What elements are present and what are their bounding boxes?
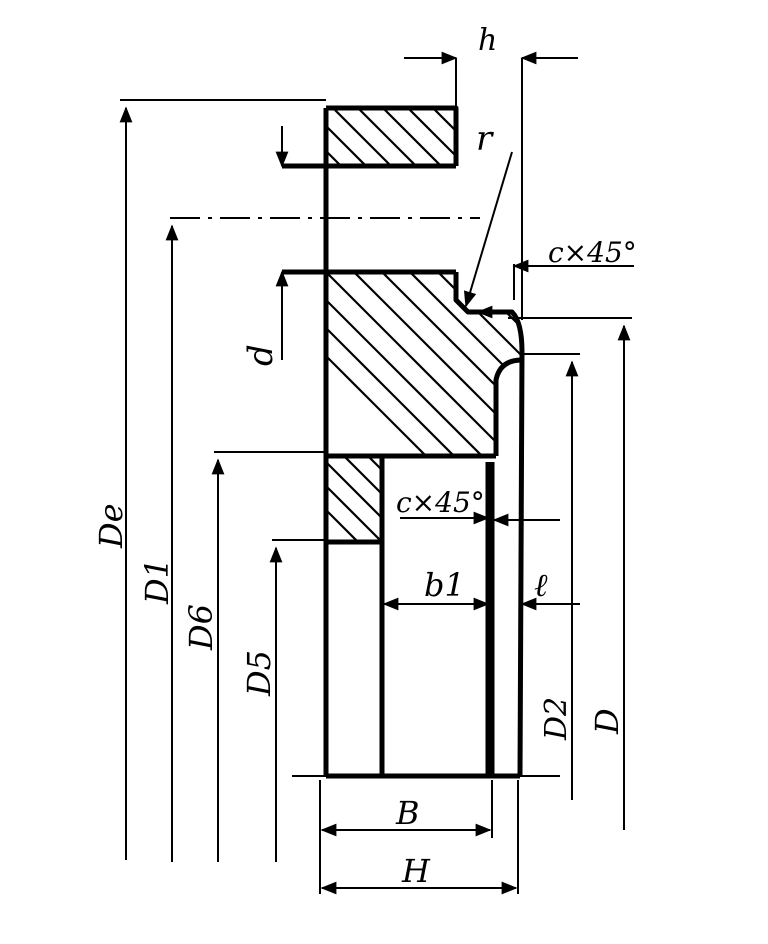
label-De: De [92, 503, 130, 549]
label-chamfer-mid: c×45° [396, 486, 485, 519]
label-D1: D1 [138, 558, 176, 605]
label-b1: b1 [424, 566, 465, 604]
label-H: H [401, 852, 431, 890]
hatch-hub [326, 272, 522, 456]
label-r: r [476, 119, 494, 159]
label-d: d [241, 344, 281, 366]
hatch-lower [326, 456, 382, 542]
label-D6: D6 [182, 604, 220, 651]
label-chamfer-top: c×45° [548, 236, 637, 269]
label-D2: D2 [539, 697, 574, 741]
label-B: B [395, 794, 420, 832]
part-outline [282, 105, 525, 779]
extension-lines [120, 58, 632, 894]
dimension-lines [119, 51, 634, 895]
label-h: h [478, 23, 497, 58]
label-D: D [588, 708, 626, 735]
label-l: ℓ [534, 566, 548, 604]
label-D5: D5 [240, 650, 278, 697]
hatch-top [326, 108, 456, 166]
